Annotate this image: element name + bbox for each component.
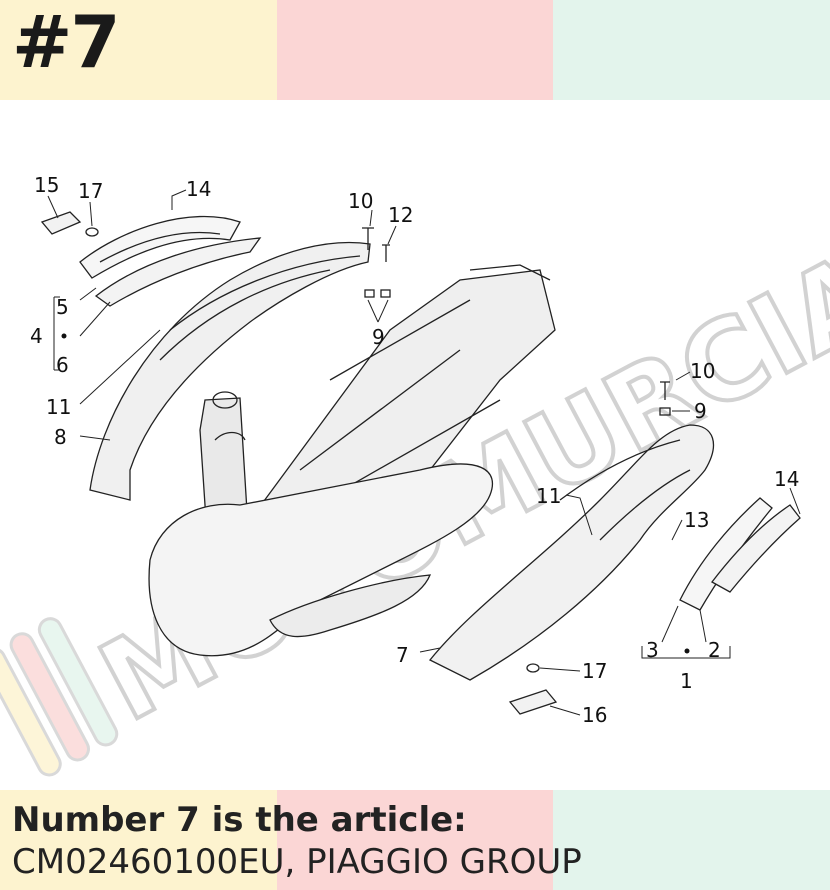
reference-dots xyxy=(61,333,690,654)
callout-8: 8 xyxy=(54,425,67,449)
callout-5: 5 xyxy=(56,295,69,319)
callout-9: 9 xyxy=(372,325,385,349)
callout-2: 2 xyxy=(708,638,721,662)
callout-9-right: 9 xyxy=(694,399,707,423)
callout-4: 4 xyxy=(30,324,43,348)
leader-lines xyxy=(47,189,801,716)
callout-13: 13 xyxy=(684,508,709,532)
callout-17: 17 xyxy=(78,179,103,203)
item-number-badge: #7 xyxy=(12,0,120,84)
callout-17-bottom: 17 xyxy=(582,659,607,683)
callout-1: 1 xyxy=(680,669,693,693)
callout-6: 6 xyxy=(56,353,69,377)
callout-7: 7 xyxy=(396,643,409,667)
caption-line-2: CM02460100EU, PIAGGIO GROUP xyxy=(12,842,582,882)
callout-10-right: 10 xyxy=(690,359,715,383)
callout-3: 3 xyxy=(646,638,659,662)
caption-line-1: Number 7 is the article: xyxy=(12,800,467,840)
header-color-band xyxy=(0,0,830,100)
callout-12: 12 xyxy=(388,203,413,227)
callout-10: 10 xyxy=(348,189,373,213)
callout-11: 11 xyxy=(46,395,71,419)
parts-linework xyxy=(40,211,801,715)
exploded-parts-diagram: MOTOMURCIA xyxy=(0,173,830,777)
callout-15: 15 xyxy=(34,173,59,197)
callout-14: 14 xyxy=(186,177,211,201)
callout-labels: 15 17 14 10 12 5 4 6 9 11 8 10 9 11 14 1… xyxy=(30,173,799,727)
footer-color-band xyxy=(0,790,830,890)
callout-16: 16 xyxy=(582,703,607,727)
callout-11-right: 11 xyxy=(536,484,561,508)
callout-14-right: 14 xyxy=(774,467,799,491)
